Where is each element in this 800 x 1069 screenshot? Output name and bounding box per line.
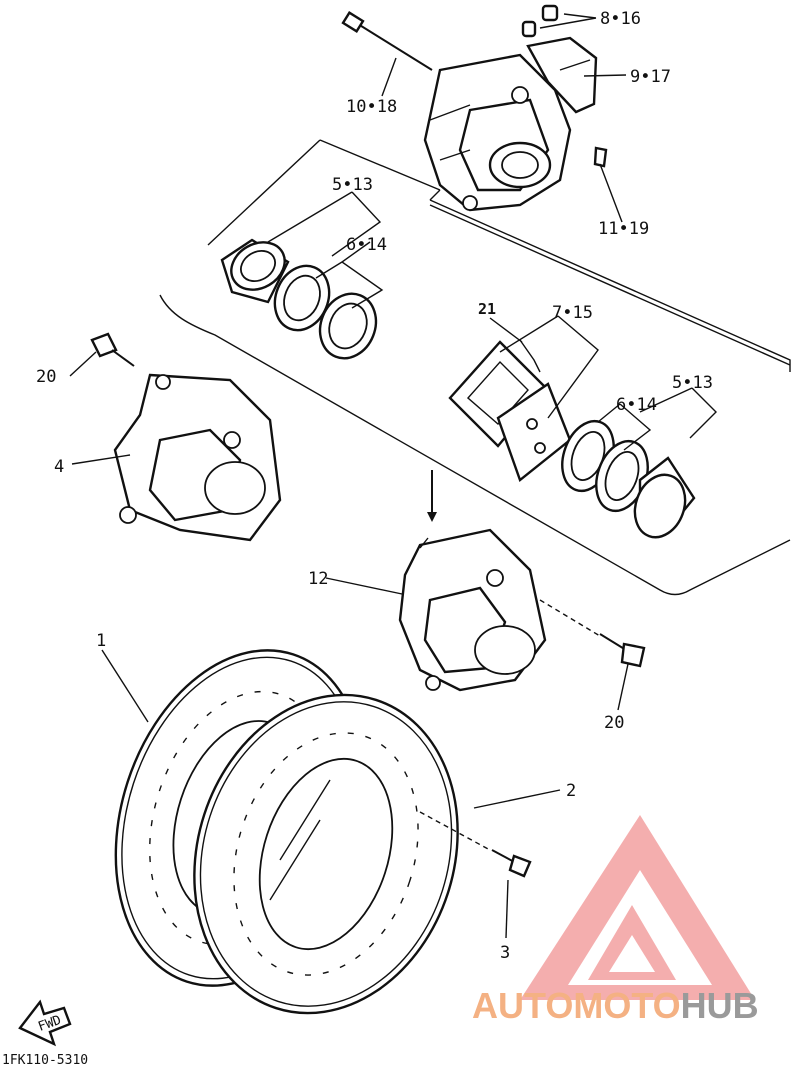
- bolt-20-left: [90, 332, 135, 367]
- callout-5-upper: 5•13: [332, 175, 373, 195]
- bleed-screw-8: [521, 4, 559, 38]
- seal-6-upper: [273, 264, 378, 360]
- callout-10: 10•18: [346, 97, 397, 117]
- piston-5-lower: [633, 456, 696, 539]
- callout-20-right: 20: [604, 713, 624, 733]
- callout-2: 2: [566, 781, 576, 801]
- pin-clip-11: [593, 146, 608, 168]
- assembly-arrow-head: [427, 512, 437, 522]
- leader-lines: [69, 13, 717, 939]
- automotohub-logo-icon: [520, 815, 755, 1000]
- watermark-text: AUTOMOTOHUB: [472, 985, 759, 1026]
- caliper-bolt-10: [341, 11, 433, 71]
- disc-bolt-3: [491, 849, 532, 878]
- callout-12: 12: [308, 569, 328, 589]
- callout-6-upper: 6•14: [346, 235, 387, 255]
- main-assembly-bracket-top: [429, 204, 791, 366]
- brake-disc-2: [193, 693, 459, 1015]
- callout-11: 11•19: [598, 219, 649, 239]
- seal-6-lower: [561, 419, 649, 513]
- caliper-4-left: [113, 373, 282, 542]
- dashed-disc-bolt-line: [419, 811, 491, 851]
- watermark-part2: HUB: [681, 985, 759, 1026]
- diagram-code: 1FK110-5310: [2, 1053, 88, 1068]
- callout-6-lower: 6•14: [616, 395, 657, 415]
- callout-3: 3: [500, 943, 510, 963]
- callout-21: 21: [478, 300, 496, 318]
- watermark-part1: AUTOMOTO: [472, 985, 681, 1026]
- callout-4: 4: [54, 457, 64, 477]
- bolt-20-right: [599, 633, 646, 668]
- callout-20-left: 20: [36, 367, 56, 387]
- caliper-12-center: [398, 528, 547, 692]
- callout-8: 8•16: [600, 9, 641, 29]
- upper-seal-group-bracket: [207, 139, 791, 372]
- dashed-bolt-line: [539, 599, 601, 637]
- callout-7: 7•15: [552, 303, 593, 323]
- piston-5-upper: [220, 238, 290, 304]
- callout-9: 9•17: [630, 67, 671, 87]
- callout-1: 1: [96, 631, 106, 651]
- main-assembly-bracket: [159, 294, 791, 596]
- pad-clip-9: [526, 36, 598, 114]
- caliper-upper-assembly: [423, 53, 572, 212]
- callout-5-lower: 5•13: [672, 373, 713, 393]
- fwd-arrow-icon: FWD: [18, 999, 72, 1047]
